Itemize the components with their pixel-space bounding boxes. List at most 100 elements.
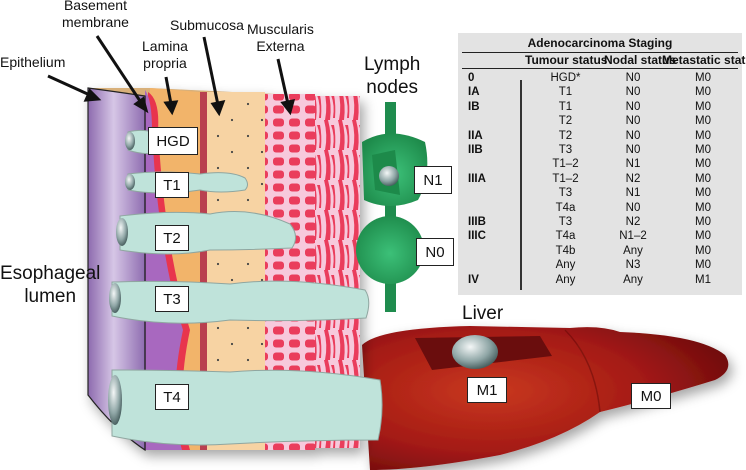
cell-tumour: Any [555, 259, 576, 272]
table-row: IB T1 N0 M0 [458, 101, 742, 115]
cell-metastatic: M0 [695, 216, 711, 228]
cell-nodal: N0 [625, 86, 641, 99]
cell-nodal: N1 [625, 187, 641, 200]
table-row: Any N3 M0 [458, 259, 742, 273]
cell-tumour: T1–2 [552, 172, 579, 185]
cell-nodal: N2 [625, 172, 641, 185]
header-tumour: Tumour status [525, 53, 608, 67]
cell-metastatic: M0 [695, 72, 711, 84]
table-row: IA T1 N0 M0 [458, 86, 742, 100]
cell-nodal: N0 [625, 100, 641, 113]
label-muscularis-externa: Muscularis Externa [247, 21, 314, 54]
cell-metastatic: M0 [695, 86, 711, 99]
staging-table: Adenocarcinoma Staging Tumour status Nod… [458, 33, 746, 295]
cell-nodal: N0 [625, 144, 641, 156]
cell-nodal: Any [623, 244, 643, 257]
box-t3: T3 [155, 286, 189, 312]
cell-metastatic: M0 [695, 259, 711, 272]
cell-metastatic: M0 [695, 172, 711, 185]
cell-stage: IV [468, 273, 479, 286]
label-epithelium: Epithelium [0, 54, 66, 70]
cell-stage: IA [468, 86, 480, 99]
cell-nodal: N0 [625, 115, 641, 128]
box-n0: N0 [416, 238, 454, 266]
table-rule [462, 68, 738, 69]
label-basement-membrane: Basement membrane [62, 0, 129, 30]
cell-tumour: T4b [555, 244, 576, 257]
cell-metastatic: M0 [695, 144, 711, 156]
cell-tumour: T1 [558, 86, 573, 99]
cell-metastatic: M0 [695, 244, 711, 257]
label-liver: Liver [462, 303, 504, 324]
cell-stage: IIIA [468, 172, 486, 185]
cell-stage: IIIB [468, 216, 486, 228]
table-row: IIIA T1–2 N2 M0 [458, 173, 742, 187]
cell-tumour: T4a [555, 201, 576, 214]
cell-metastatic: M1 [695, 273, 711, 286]
cell-nodal: N0 [625, 72, 641, 84]
cell-metastatic: M0 [695, 187, 711, 200]
table-row: T3 N1 M0 [458, 187, 742, 201]
table-row: T4a N0 M0 [458, 202, 742, 216]
box-n1: N1 [414, 166, 452, 194]
lymph-node-metastasis [379, 166, 399, 186]
cell-tumour: T1 [558, 100, 573, 113]
table-row: IIIC T4a N1–2 M0 [458, 230, 742, 244]
table-rule [462, 52, 738, 53]
box-t1: T1 [155, 172, 189, 198]
cell-tumour: T2 [558, 129, 573, 142]
cell-stage: IIIC [468, 230, 486, 243]
label-lamina-propria: Lamina propria [142, 38, 188, 71]
box-hgd: HGD [148, 127, 198, 155]
tumour-t2 [119, 211, 296, 255]
box-m0: M0 [631, 383, 671, 409]
lymph-nodes [356, 102, 428, 312]
lymph-node-n0 [356, 216, 424, 284]
metastasis-nodule [452, 335, 498, 369]
cell-metastatic: M0 [695, 129, 711, 142]
table-divider [520, 80, 522, 290]
cell-tumour: T3 [558, 187, 573, 200]
cell-tumour: T3 [558, 216, 573, 228]
cell-metastatic: M0 [695, 201, 711, 214]
cell-tumour: T4a [555, 230, 576, 243]
tumour-t3 [111, 280, 370, 324]
table-row: IIA T2 N0 M0 [458, 130, 742, 144]
box-t2: T2 [155, 225, 189, 251]
box-t4: T4 [155, 384, 189, 410]
cell-tumour: Any [555, 273, 576, 286]
header-nodal: Nodal status [604, 53, 677, 67]
table-row: IV Any Any M1 [458, 274, 742, 288]
table-row: IIIB T3 N2 M0 [458, 216, 742, 230]
cell-metastatic: M0 [695, 158, 711, 171]
cell-stage: 0 [468, 72, 475, 84]
cell-nodal: N0 [625, 129, 641, 142]
cell-stage: IB [468, 100, 480, 113]
cell-metastatic: M0 [695, 230, 711, 243]
cell-tumour: T2 [558, 115, 573, 128]
cell-metastatic: M0 [695, 100, 711, 113]
cell-nodal: N0 [625, 201, 641, 214]
cell-nodal: N1 [625, 158, 641, 171]
cell-stage: IIA [468, 129, 483, 142]
table-row: IIB T3 N0 M0 [458, 144, 742, 158]
box-m1: M1 [467, 377, 507, 403]
cell-nodal: N3 [625, 259, 641, 272]
pointer-arrows [47, 35, 296, 117]
cell-stage: IIB [468, 144, 483, 156]
tumour-caps [108, 132, 135, 425]
cell-metastatic: M0 [695, 115, 711, 128]
table-row: T2 N0 M0 [458, 115, 742, 129]
table-row: T4b Any M0 [458, 245, 742, 259]
cell-tumour: T3 [558, 144, 573, 156]
tumour-t4 [111, 369, 383, 446]
cell-tumour: HGD* [550, 72, 581, 84]
label-lymph-nodes: Lymph nodes [364, 54, 421, 98]
cell-nodal: Any [623, 273, 643, 286]
table-row: T1–2 N1 M0 [458, 158, 742, 172]
label-submucosa: Submucosa [170, 17, 244, 33]
cell-nodal: N2 [625, 216, 641, 228]
cell-tumour: T1–2 [552, 158, 579, 171]
cell-nodal: N1–2 [619, 230, 647, 243]
label-esophageal-lumen: Esophageal lumen [0, 263, 101, 307]
